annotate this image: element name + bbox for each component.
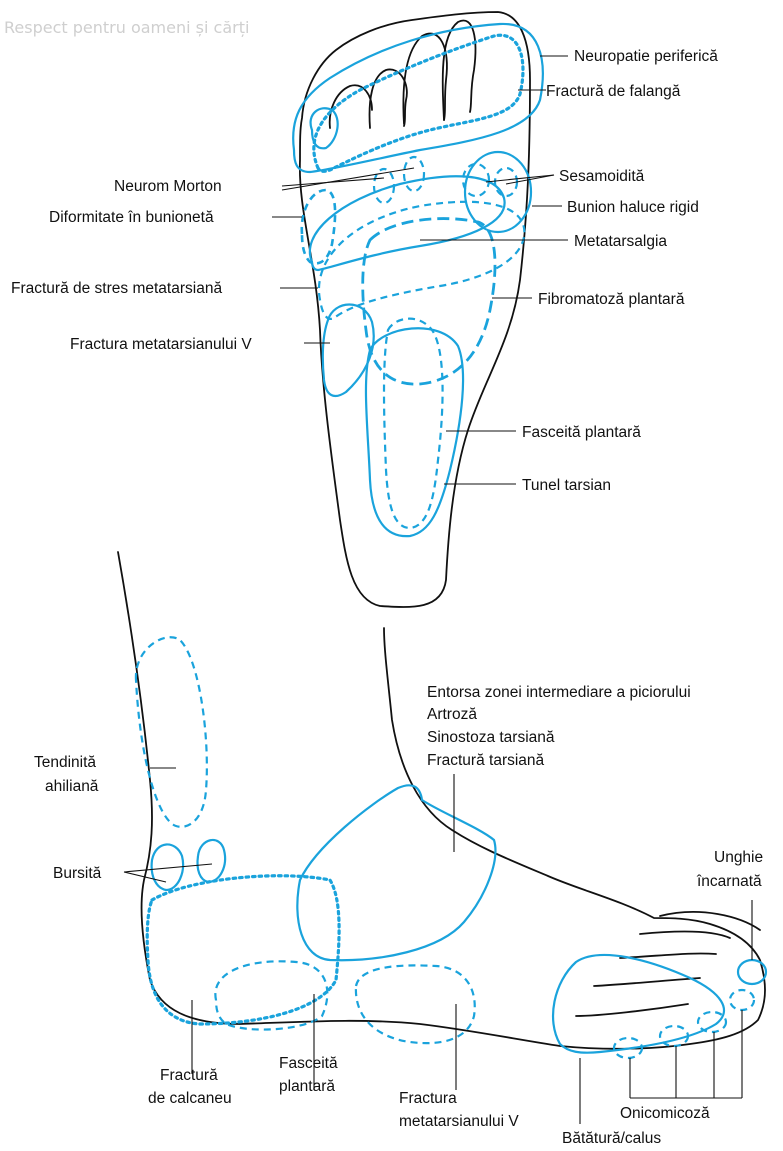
label-midfoot-4: Fractură tarsiană bbox=[427, 752, 545, 769]
label-fractura-stres: Fractură de stres metatarsiană bbox=[11, 280, 222, 297]
side-outline-back bbox=[118, 552, 765, 1049]
side-toe-outlines bbox=[576, 912, 760, 1016]
label-unghie-2: încarnată bbox=[696, 873, 762, 890]
label-metatarsian-side-1: Fractura bbox=[399, 1090, 457, 1107]
toe-5-zone bbox=[311, 108, 338, 148]
tendinita-zone bbox=[136, 637, 207, 827]
label-fractura-falanga: Fractură de falangă bbox=[546, 83, 681, 100]
unghie-incarnata-zone bbox=[738, 960, 766, 984]
label-bursita: Bursită bbox=[53, 865, 102, 882]
label-neurom-morton: Neurom Morton bbox=[114, 178, 222, 195]
batatura-zone bbox=[553, 955, 724, 1053]
label-tendinita-2: ahiliană bbox=[45, 778, 99, 795]
label-onicomicoza: Onicomicoză bbox=[620, 1105, 710, 1122]
label-neuropatie: Neuropatie periferică bbox=[574, 48, 718, 65]
bursita-zone-right bbox=[197, 840, 225, 882]
label-fractura-metatarsian-v: Fractura metatarsianului V bbox=[70, 336, 252, 353]
fractura-metatarsian-v-side-zone bbox=[356, 965, 475, 1043]
label-midfoot-3: Sinostoza tarsiană bbox=[427, 729, 555, 746]
label-bunion-haluce: Bunion haluce rigid bbox=[567, 199, 699, 216]
toe-outlines bbox=[330, 21, 476, 128]
onicomicoza-nail-2 bbox=[660, 1026, 688, 1046]
sole-view: Neuropatie periferică Fractură de falang… bbox=[11, 12, 718, 607]
tunel-zone bbox=[384, 319, 443, 528]
label-metatarsalgia: Metatarsalgia bbox=[574, 233, 667, 250]
label-diformitate: Diformitate în bunionetă bbox=[49, 209, 214, 226]
label-sesamoidita: Sesamoidită bbox=[559, 168, 645, 185]
label-unghie-1: Unghie bbox=[714, 849, 763, 866]
label-calcaneu-2: de calcaneu bbox=[148, 1090, 232, 1107]
label-batatura: Bătătură/calus bbox=[562, 1130, 661, 1147]
label-tendinita-1: Tendinită bbox=[34, 754, 96, 771]
neurom-morton-right-zone bbox=[404, 157, 424, 191]
label-fasceita-side-2: plantară bbox=[279, 1078, 335, 1095]
label-metatarsian-side-2: metatarsianului V bbox=[399, 1113, 519, 1130]
label-tunel: Tunel tarsian bbox=[522, 477, 611, 494]
label-fasceita: Fasceită plantară bbox=[522, 424, 641, 441]
fasceita-side-zone bbox=[215, 961, 327, 1029]
label-calcaneu-1: Fractură bbox=[160, 1067, 218, 1084]
label-fibromatoza: Fibromatoză plantară bbox=[538, 291, 685, 308]
midfoot-zone bbox=[297, 785, 495, 960]
label-midfoot-1: Entorsa zonei intermediare a piciorului bbox=[427, 684, 691, 701]
neuropatie-zone bbox=[293, 24, 543, 172]
side-leader-lines bbox=[124, 768, 752, 1124]
onicomicoza-nail-4 bbox=[730, 990, 754, 1010]
fasceita-zone bbox=[366, 328, 463, 536]
side-view: Entorsa zonei intermediare a piciorului … bbox=[34, 552, 766, 1147]
label-fasceita-side-1: Fasceită bbox=[279, 1055, 338, 1072]
label-midfoot-2: Artroză bbox=[427, 706, 477, 723]
watermark: Respect pentru oameni și cărți bbox=[4, 18, 249, 37]
onicomicoza-nail-3 bbox=[698, 1012, 726, 1032]
